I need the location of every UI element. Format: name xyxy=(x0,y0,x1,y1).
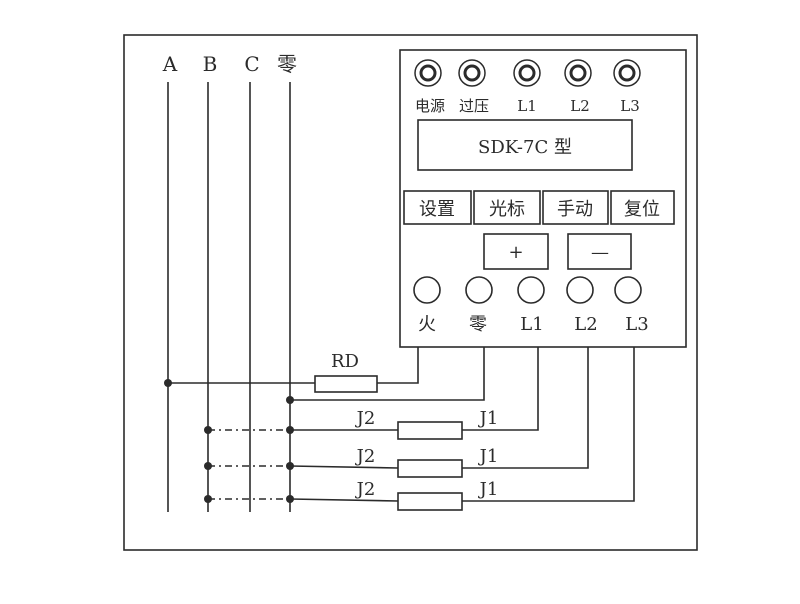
indicator-lamp-l1 xyxy=(513,59,541,87)
terminal-live xyxy=(413,276,441,304)
indicator-label-l3: L3 xyxy=(620,97,640,115)
button-reset-label: 复位 xyxy=(624,199,660,220)
wire-row1-l1 xyxy=(462,347,539,431)
indicator-lamp-power xyxy=(414,59,442,87)
terminal-label-l3: L3 xyxy=(625,314,648,335)
button-plus-frame xyxy=(483,233,549,270)
bus-label-b: B xyxy=(203,52,218,76)
fuse-label: RD xyxy=(331,351,359,372)
indicator-label-l2: L2 xyxy=(570,97,590,115)
indicator-label-power: 电源 xyxy=(415,97,445,115)
terminal-label-neutral: 零 xyxy=(469,314,487,335)
contactor-label-j1-row1: J1 xyxy=(478,408,499,429)
junction-dot-b-row2 xyxy=(204,462,212,470)
terminal-neutral xyxy=(465,276,493,304)
button-minus-label: — xyxy=(591,242,609,263)
wire-row2-l2 xyxy=(462,347,589,469)
bus-label-a: A xyxy=(162,52,178,76)
indicator-label-l1: L1 xyxy=(517,97,537,115)
button-manual-frame xyxy=(542,190,609,225)
wire-row3-left xyxy=(289,498,399,502)
bus-label-neutral: 零 xyxy=(277,52,297,76)
terminal-l1 xyxy=(517,276,545,304)
terminal-label-live: 火 xyxy=(418,314,436,335)
terminal-l2 xyxy=(566,276,594,304)
button-minus-frame xyxy=(567,233,632,270)
button-manual-label: 手动 xyxy=(557,199,593,220)
terminal-label-l1: L1 xyxy=(520,314,543,335)
junction-dot-b-row3 xyxy=(204,495,212,503)
contactor-label-j1-row3: J1 xyxy=(478,479,499,500)
button-cursor-frame xyxy=(473,190,541,225)
wire-live-device xyxy=(377,347,419,384)
contactor-label-j2-row2: J2 xyxy=(355,446,376,467)
indicator-label-overvoltage: 过压 xyxy=(459,97,489,115)
indicator-lamp-overvoltage xyxy=(458,59,486,87)
junction-dot-neutral-row3 xyxy=(286,495,294,503)
wire-row3-l3 xyxy=(462,347,635,502)
button-plus-label: + xyxy=(508,242,523,263)
contactor-label-j2-row3: J2 xyxy=(355,479,376,500)
terminal-label-l2: L2 xyxy=(574,314,597,335)
junction-dot-neutral-row2 xyxy=(286,462,294,470)
indicator-lamp-l2 xyxy=(564,59,592,87)
outer-frame xyxy=(123,34,698,551)
indicator-lamp-l3 xyxy=(613,59,641,87)
display-panel xyxy=(417,119,633,171)
fuse-rd xyxy=(314,375,378,393)
button-setup-label: 设置 xyxy=(419,199,455,220)
button-setup-frame xyxy=(403,190,472,225)
button-cursor-label: 光标 xyxy=(489,199,525,220)
junction-dot-a xyxy=(164,379,172,387)
contactor-label-j2-row1: J2 xyxy=(355,408,376,429)
junction-dot-neutral-main xyxy=(286,396,294,404)
wire-neutral xyxy=(290,347,485,401)
bus-label-c: C xyxy=(244,52,259,76)
junction-dot-neutral-row1 xyxy=(286,426,294,434)
contactor-coil-row2 xyxy=(397,459,463,478)
contactor-label-j1-row2: J1 xyxy=(478,446,499,467)
terminal-l3 xyxy=(614,276,642,304)
contactor-coil-row3 xyxy=(397,492,463,511)
wire-row2-left xyxy=(289,465,399,469)
display-model-text: SDK-7C 型 xyxy=(478,137,572,158)
contactor-coil-row1 xyxy=(397,421,463,440)
button-reset-frame xyxy=(610,190,675,225)
junction-dot-b-row1 xyxy=(204,426,212,434)
